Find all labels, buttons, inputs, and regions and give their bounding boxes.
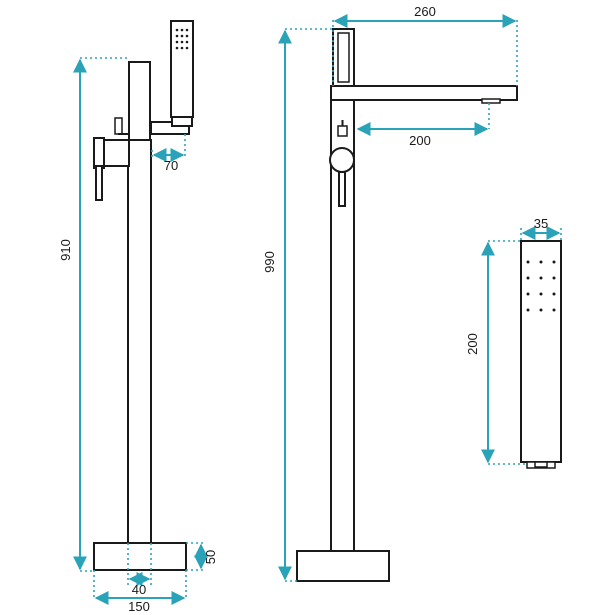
left-mixer-cap — [93, 137, 105, 169]
dim-50-label: 50 — [203, 550, 218, 564]
middle-top-block-inner — [337, 32, 350, 83]
dim-260-label: 260 — [414, 4, 436, 19]
left-top-block — [128, 61, 151, 141]
middle-spout-aerator — [481, 98, 501, 104]
dim-200-reach-label: 200 — [409, 133, 431, 148]
shower-nozzle-grid — [526, 260, 556, 312]
middle-diverter-knob — [337, 125, 348, 137]
middle-mixer-dial — [329, 147, 355, 173]
shower-handle-body — [520, 240, 562, 463]
left-shower-nozzles — [175, 28, 189, 50]
middle-base-plate — [296, 550, 390, 582]
dim-200-height-label: 200 — [465, 333, 480, 355]
shower-handle-end-inner — [534, 461, 548, 468]
left-main-pipe — [127, 139, 152, 544]
dim-40-label: 40 — [132, 582, 146, 597]
dim-910-label: 910 — [58, 239, 73, 261]
middle-mixer-lever — [338, 171, 346, 207]
dim-70-label: 70 — [164, 158, 178, 173]
middle-front-view: 260 990 200 — [262, 4, 518, 582]
left-base-plate — [93, 542, 187, 571]
dim-35-label: 35 — [534, 216, 548, 231]
middle-spout — [330, 85, 518, 101]
right-hand-shower-view: 35 200 — [465, 216, 562, 469]
dim-150-label: 150 — [128, 599, 150, 614]
left-mixer-lever — [95, 165, 103, 201]
left-side-view: 910 70 50 40 150 — [58, 20, 218, 614]
dim-990-label: 990 — [262, 251, 277, 273]
left-hand-shower — [170, 20, 194, 118]
left-diverter-knob — [114, 117, 123, 135]
